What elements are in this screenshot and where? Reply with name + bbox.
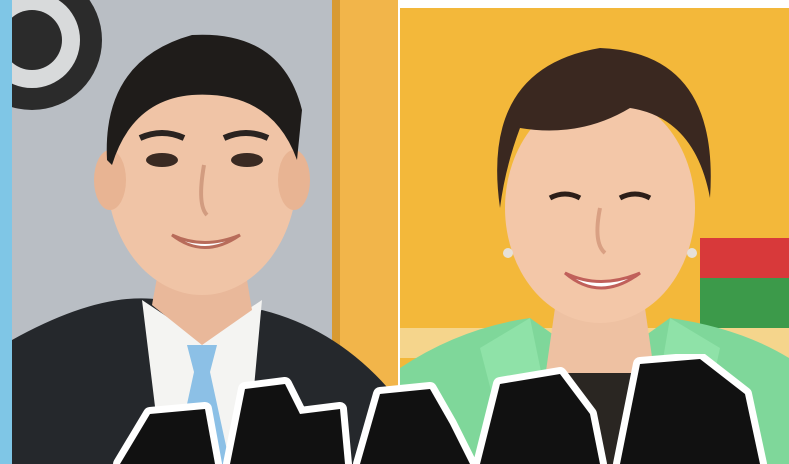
woman-portrait-photo <box>400 8 789 464</box>
man-portrait-illustration <box>12 0 398 464</box>
blue-edge-strip <box>0 0 12 464</box>
woman-portrait-illustration <box>400 8 789 464</box>
photo-divider <box>398 0 400 464</box>
man-portrait-photo <box>12 0 398 464</box>
